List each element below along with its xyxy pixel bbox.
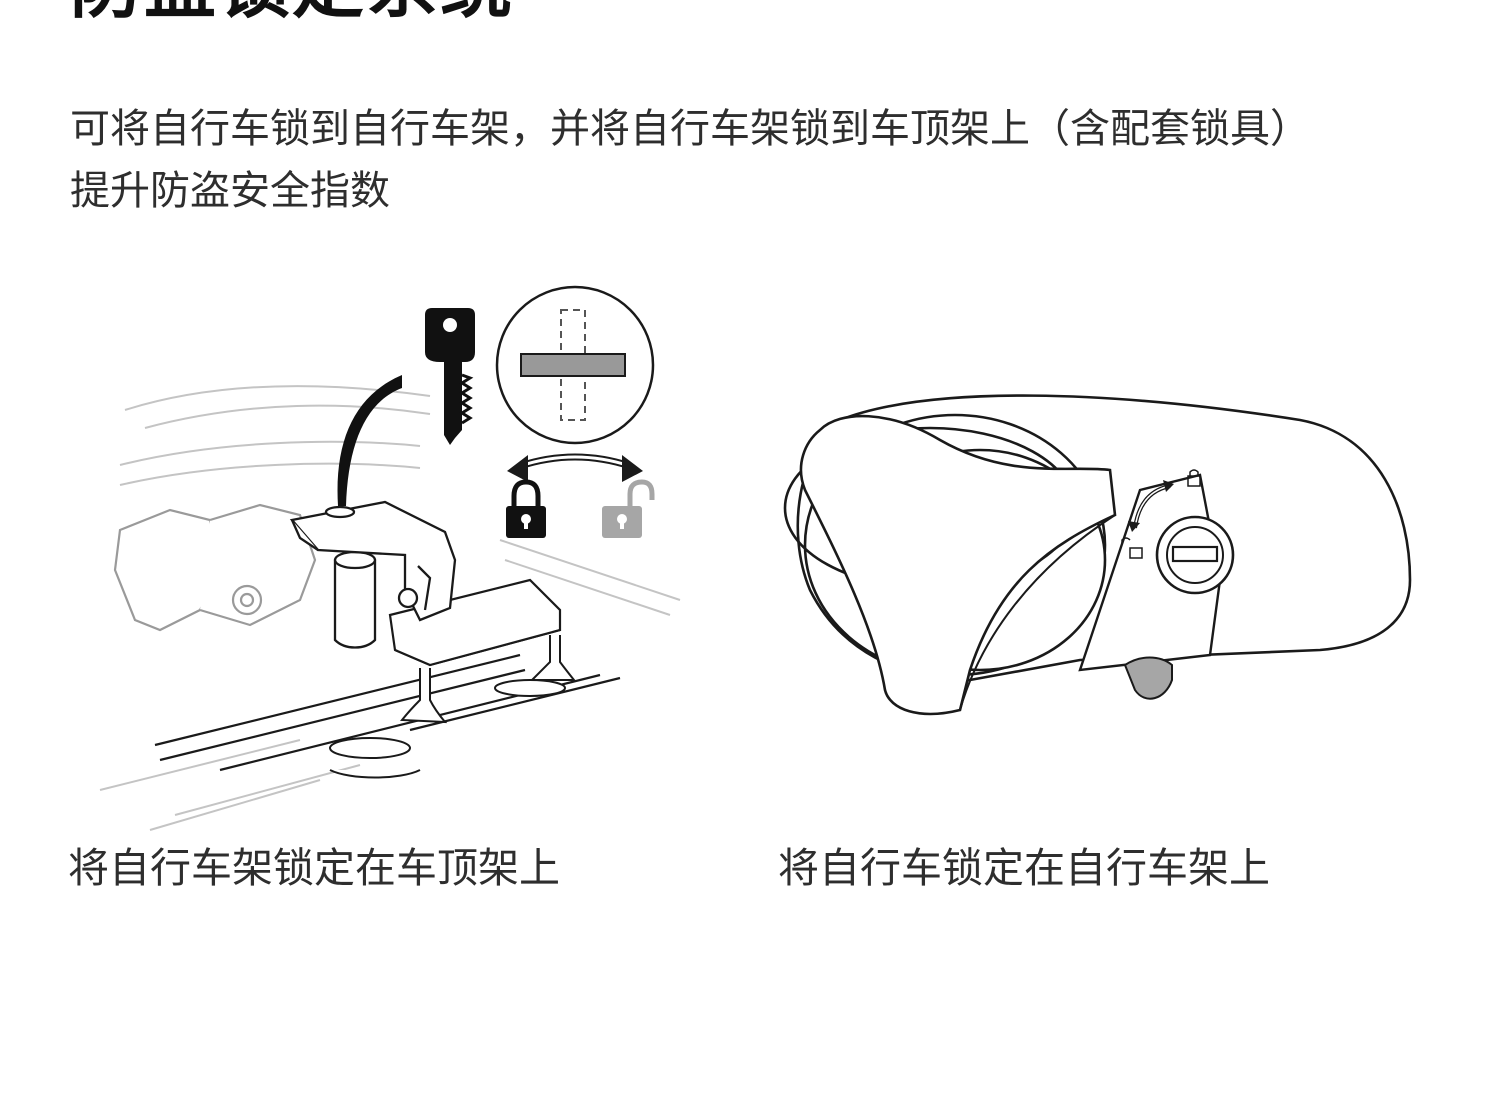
- bike-frame-lines: [99, 385, 681, 831]
- carrier-base: [388, 578, 562, 667]
- lock-cylinder-icon: [1078, 473, 1235, 672]
- lock-open-icon: [1121, 537, 1143, 559]
- lock-closed-icon: [506, 479, 546, 538]
- release-lever: [1123, 656, 1173, 700]
- keyhole-zoom-circle: [495, 285, 655, 445]
- rotate-arrow-icon: [1128, 480, 1174, 532]
- rotate-arrow-icon: [507, 453, 643, 482]
- description: 可将自行车锁到自行车架，并将自行车架锁到车顶架上（含配套锁具） 提升防盗安全指数: [70, 98, 1450, 222]
- roof-rack-lock-illustration: [99, 285, 681, 831]
- clamp-arm: [799, 414, 1117, 716]
- description-line-2: 提升防盗安全指数: [70, 168, 390, 214]
- carrier-bike-lock-illustration: [783, 394, 1412, 716]
- wheel-clamp-knob: [113, 503, 317, 632]
- caption-bike-lock: 将自行车锁定在自行车架上: [778, 844, 1270, 892]
- key-icon: [425, 308, 475, 445]
- description-line-1: 可将自行车锁到自行车架，并将自行车架锁到车顶架上（含配套锁具）: [70, 106, 1310, 152]
- lock-closed-icon: [1187, 469, 1201, 487]
- key-pointer-curve: [337, 375, 402, 506]
- page-title: 防盗锁定系统: [70, 0, 514, 22]
- clamp-arm-edge: [959, 514, 1116, 711]
- caption-roof-rack-lock: 将自行车架锁定在车顶架上: [68, 844, 560, 892]
- lock-open-icon: [602, 479, 655, 538]
- rack-clamps: [329, 635, 577, 779]
- carrier-lock-body: [289, 500, 457, 649]
